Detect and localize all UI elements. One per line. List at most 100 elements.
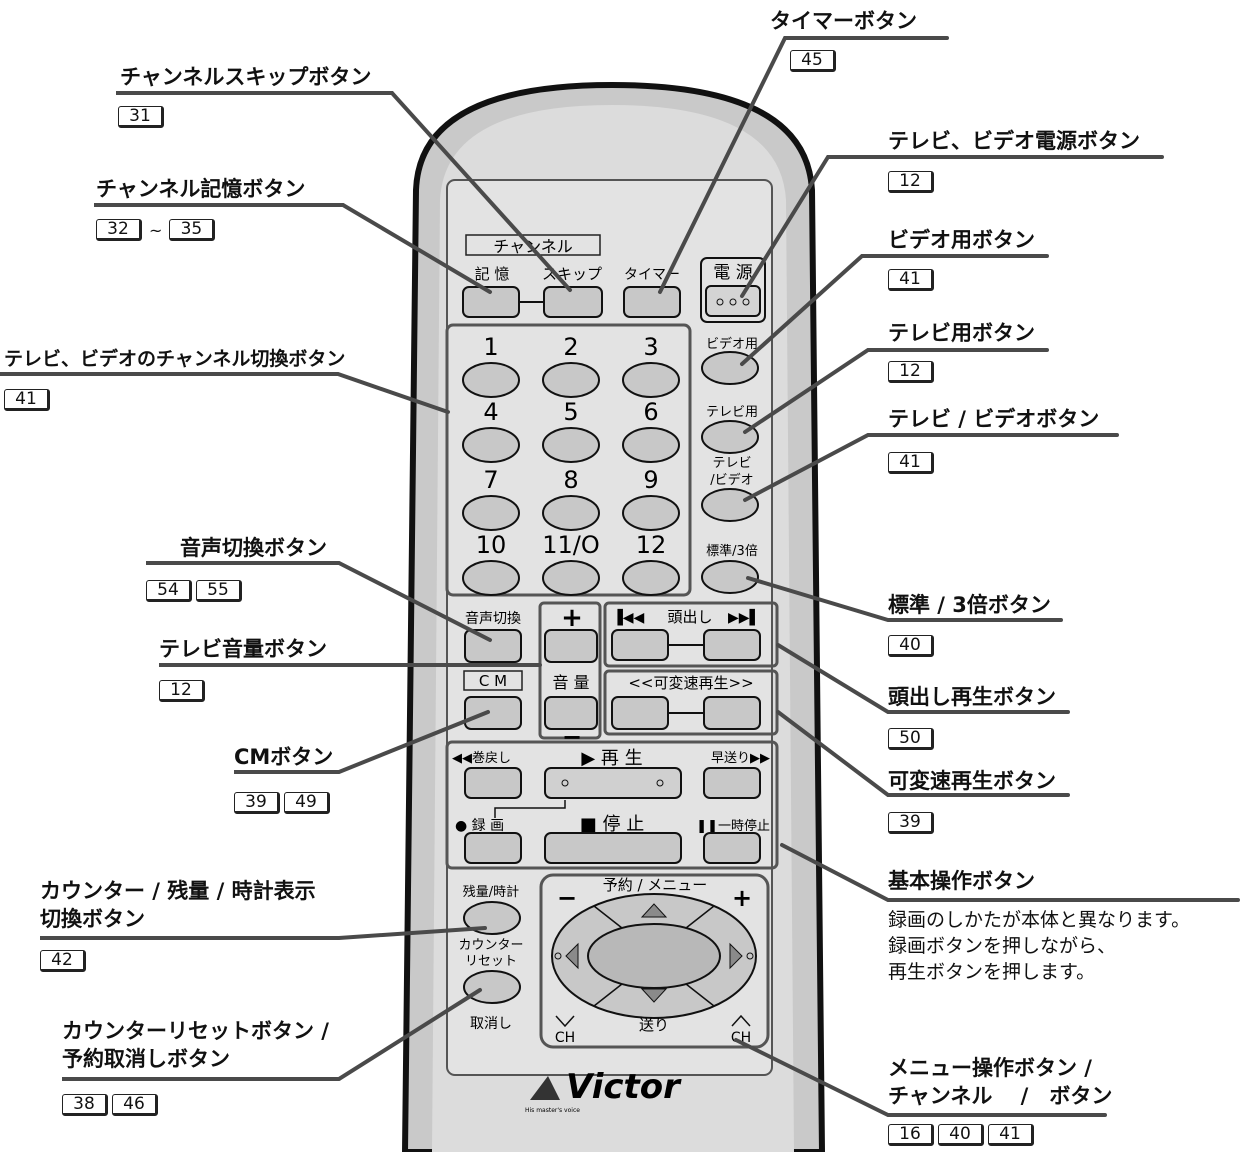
callout-volume-title: テレビ音量ボタン [159,637,327,661]
callout-basic-note-3: 再生ボタンを押します。 [888,961,1096,983]
cue-label: 頭出し [667,608,712,626]
number-button-6[interactable] [622,427,680,463]
page-ref: 49 [284,792,330,814]
number-button-8[interactable] [542,495,600,531]
audio-label: 音声切換 [465,610,521,627]
video-label: ビデオ用 [706,336,758,352]
callout-display-refs: 42 [40,950,86,972]
callout-display-title-2: 切換ボタン [40,907,145,931]
callout-skip-title: チャンネルスキップボタン [120,65,372,89]
callout-cue-refs: 50 [888,728,934,750]
page-ref: 12 [159,680,205,702]
audio-button[interactable] [464,629,522,663]
page-ref: 16 [888,1124,934,1146]
transport-section: ◀◀巻戻し ▶ 再 生 早送り▶▶ ● 録 画 ■ 停 止 ❚❚一時停止 [445,740,779,870]
power-button[interactable] [705,285,761,317]
callout-mode-title: 標準 / 3倍ボタン [888,593,1051,617]
menu-center-button[interactable] [587,923,721,989]
number-button-7[interactable] [462,495,520,531]
number-button-9[interactable] [622,495,680,531]
cm-button[interactable] [464,696,522,730]
callout-video-title: ビデオ用ボタン [888,228,1035,252]
top-row: チャンネル 記 憶 スキップ タイマー 電 源 [462,234,766,323]
cm-label: C M [479,672,507,690]
number-label: 10 [476,531,507,559]
number-label: 5 [563,398,578,426]
tv-label: テレビ用 [706,405,758,420]
page-ref: 41 [888,452,934,474]
menu-right-icon [729,942,743,970]
tv-button[interactable] [701,420,759,454]
range-tilde: ~ [149,220,163,240]
mode-button[interactable] [701,560,759,594]
volume-down-button[interactable] [544,696,598,730]
speed-slow-button[interactable] [611,696,669,730]
remain-button[interactable] [463,901,521,935]
callout-power-title: テレビ、ビデオ電源ボタン [888,129,1140,153]
speed-fast-button[interactable] [703,696,761,730]
page-ref: 55 [196,580,242,602]
number-button-10[interactable] [462,560,520,596]
number-label: 12 [636,531,667,559]
cue-next-button[interactable] [703,629,761,661]
number-label: 3 [643,333,658,361]
number-label: 11/O [542,531,600,559]
memory-label: 記 憶 [475,265,510,283]
callout-chswitch-refs: 41 [4,389,50,411]
page-ref: 12 [888,171,934,193]
callout-chswitch-title: テレビ、ビデオのチャンネル切換ボタン [4,348,346,370]
victor-logo: His master's voice Victor [525,1067,682,1114]
volume-minus: − [562,723,582,751]
timer-button[interactable] [623,286,681,318]
page-ref: 39 [234,792,280,814]
callout-cm-title: CMボタン [234,745,334,769]
skip-button[interactable] [543,286,603,318]
callout-volume-refs: 12 [159,680,205,702]
callout-audio-refs: 54 55 [146,580,242,602]
mode-label: 標準/3倍 [706,543,758,559]
remain-label: 残量/時計 [463,884,519,900]
number-button-1[interactable] [462,362,520,398]
ch-down-icon [555,1015,575,1028]
rewind-button[interactable] [464,767,522,799]
counter-reset-button[interactable] [463,970,521,1004]
number-button-3[interactable] [622,362,680,398]
stop-button[interactable] [544,832,682,864]
callout-tv-refs: 12 [888,361,934,383]
leader-lines [0,36,1240,1117]
number-button-5[interactable] [542,427,600,463]
page-ref: 31 [118,106,164,128]
rewind-label: ◀◀巻戻し [452,751,511,766]
number-button-12[interactable] [622,560,680,596]
callout-speed-title: 可変速再生ボタン [888,769,1056,793]
play-button[interactable] [544,767,682,799]
power-label: 電 源 [713,263,752,283]
counter-section: 残量/時計 カウンター リセット 取消し [458,884,523,1032]
menu-section: 予約 / メニュー − + CH 送り CH [539,873,770,1049]
send-label: 送り [639,1016,669,1034]
page-ref: 40 [888,635,934,657]
callout-power-refs: 12 [888,171,934,193]
menu-left-icon [565,942,579,970]
rec-button[interactable] [464,832,522,864]
page-ref: 38 [62,1094,108,1116]
callout-basic-note-2: 録画ボタンを押しながら、 [888,935,1117,957]
callout-reset-title-1: カウンターリセットボタン / [62,1019,329,1043]
cue-prev-button[interactable] [611,629,669,661]
callout-menu-title-2: チャンネル / ボタン [888,1084,1113,1108]
stop-label: ■ 停 止 [580,814,644,835]
tv-video-button[interactable] [701,488,759,522]
pause-label: ❚❚一時停止 [696,818,770,834]
page-ref: 54 [146,580,192,602]
pause-button[interactable] [703,832,761,864]
ff-button[interactable] [703,767,761,799]
page-ref: 35 [169,219,216,241]
number-button-4[interactable] [462,427,520,463]
number-button-2[interactable] [542,362,600,398]
callout-menu-title-1: メニュー操作ボタン / [888,1056,1092,1080]
volume-up-button[interactable] [544,629,598,663]
number-label: 1 [483,333,498,361]
number-button-11/O[interactable] [542,560,600,596]
tv-video-label-1: テレビ [712,456,751,471]
